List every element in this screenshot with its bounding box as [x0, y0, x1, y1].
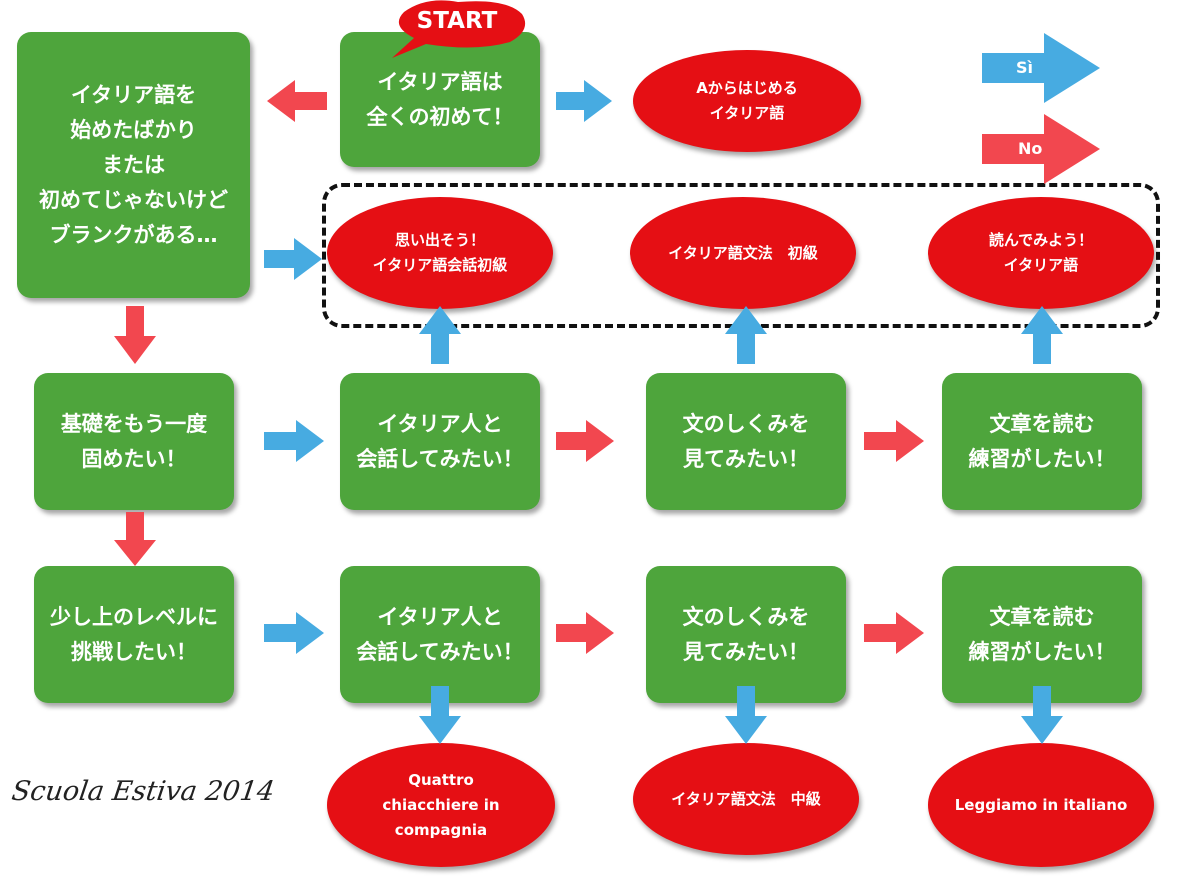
box-row2-grammar: 文のしくみを 見てみたい！ — [646, 566, 846, 703]
legend-no-label: No — [1018, 139, 1043, 158]
arrow-yes-down-leggiamo — [1021, 686, 1063, 744]
box-review-basics: 基礎をもう一度 固めたい！ — [34, 373, 234, 510]
arrow-no-down-basics — [114, 306, 156, 364]
arrow-yes-row2-conversation — [264, 612, 324, 654]
arrow-yes-conversation-beginner — [264, 238, 322, 280]
course-reading-beginner: 読んでみよう！ イタリア語 — [928, 197, 1154, 309]
arrow-no-row1-reading — [864, 420, 924, 462]
box-row1-reading: 文章を読む 練習がしたい！ — [942, 373, 1142, 510]
arrow-yes-up-grammar-beginner — [725, 306, 767, 364]
box-level-up: 少し上のレベルに 挑戦したい！ — [34, 566, 234, 703]
start-bubble — [392, 0, 526, 58]
arrow-yes-from-a — [556, 80, 612, 122]
course-grammar-beginner: イタリア語文法 初級 — [630, 197, 856, 309]
legend-no-arrow — [982, 114, 1100, 184]
start-label: START — [416, 8, 498, 34]
box-beginner-or-returning: イタリア語を 始めたばかり または 初めてじゃないけど ブランクがある… — [17, 32, 250, 298]
signature: Scuola Estiva 2014 — [9, 776, 277, 807]
arrow-no-row2-grammar — [556, 612, 614, 654]
arrow-no-left — [267, 80, 327, 122]
arrow-yes-up-reading-beginner — [1021, 306, 1063, 364]
arrow-yes-row1-conversation — [264, 420, 324, 462]
box-row1-grammar: 文のしくみを 見てみたい！ — [646, 373, 846, 510]
course-grammar-intermediate: イタリア語文法 中級 — [633, 743, 859, 855]
legend-yes-label: Sì — [1016, 58, 1034, 77]
box-row2-reading: 文章を読む 練習がしたい！ — [942, 566, 1142, 703]
box-complete-beginner-question: イタリア語は 全くの初めて！ — [340, 32, 540, 167]
legend-yes-arrow — [982, 33, 1100, 103]
arrow-no-down-level-up — [114, 512, 156, 566]
course-quattro-chiacchiere: Quattro chiacchiere in compagnia — [327, 743, 555, 867]
course-from-a: Aからはじめる イタリア語 — [633, 50, 861, 152]
arrow-yes-up-conversation-beginner — [419, 306, 461, 364]
arrow-no-row2-reading — [864, 612, 924, 654]
arrow-yes-down-grammar-intermediate — [725, 686, 767, 744]
course-leggiamo: Leggiamo in italiano — [928, 743, 1154, 867]
course-conversation-beginner: 思い出そう！ イタリア語会話初級 — [327, 197, 553, 309]
box-row1-conversation: イタリア人と 会話してみたい！ — [340, 373, 540, 510]
arrow-no-row1-grammar — [556, 420, 614, 462]
box-row2-conversation: イタリア人と 会話してみたい！ — [340, 566, 540, 703]
arrow-yes-down-quattro — [419, 686, 461, 744]
